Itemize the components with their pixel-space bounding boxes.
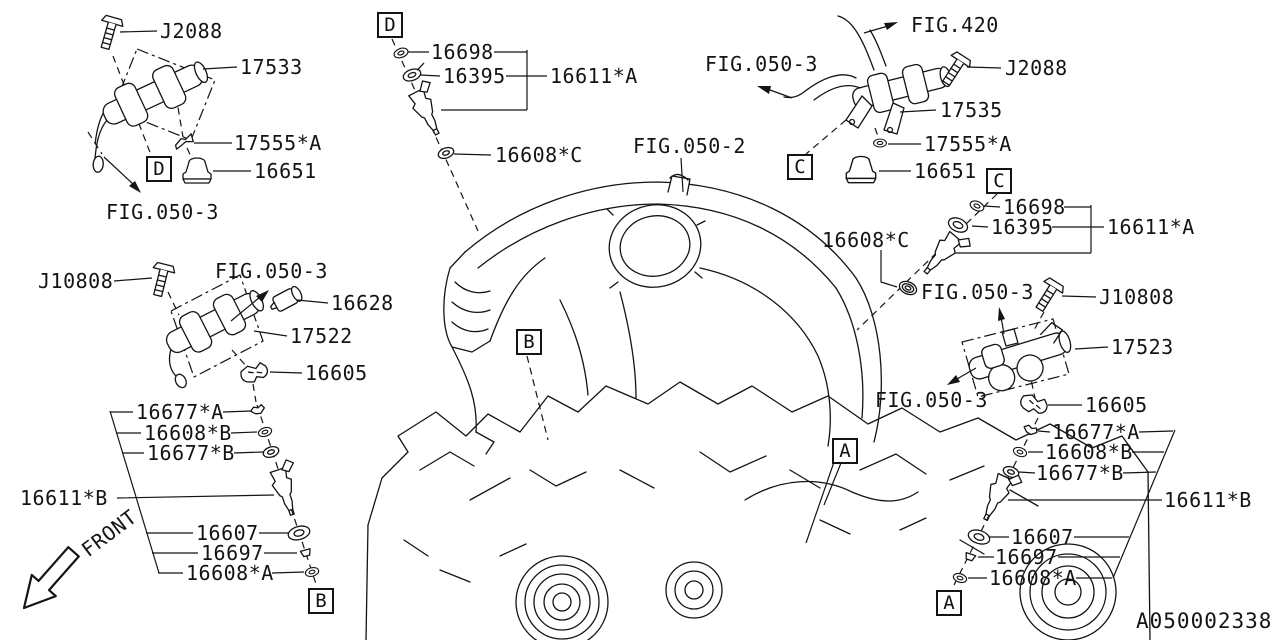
part-label-16605-left: 16605 (305, 361, 368, 385)
part-label-16698-top-right: 16698 (1003, 195, 1066, 219)
part-label-16677a-right: 16677*A (1052, 420, 1140, 444)
part-label-16611a-top-mid: 16611*A (550, 64, 638, 88)
part-label-16697-left: 16697 (201, 541, 264, 565)
seal-16698-top-right-icon (968, 198, 986, 214)
fuel-rail-17535-icon (783, 15, 952, 135)
seal-16608c-top-right-icon (896, 278, 920, 298)
seal-16608b-left-icon (256, 425, 274, 439)
part-label-16677a-left: 16677*A (136, 400, 224, 424)
part-label-17555a-top-right: 17555*A (924, 132, 1012, 156)
part-label-16605-right: 16605 (1085, 393, 1148, 417)
insulator-16651-top-left-icon (182, 157, 212, 184)
part-label-16608a-left: 16608*A (186, 561, 274, 585)
injector-16611a-top-right-icon (917, 224, 975, 285)
clip-16605-right-icon (1018, 391, 1050, 417)
fig-ref-050-3-mid-right-lower: FIG.050-3 (875, 388, 988, 412)
bolt-j2088-top-left-icon (93, 13, 126, 52)
leader-lines (103, 22, 1176, 579)
part-label-16611a-top-right: 16611*A (1107, 215, 1195, 239)
part-label-16628: 16628 (331, 291, 394, 315)
callout-box-a: A (936, 590, 962, 616)
part-label-17522: 17522 (290, 324, 353, 348)
part-label-16698-top-mid: 16698 (431, 40, 494, 64)
part-label-16608b-right: 16608*B (1045, 440, 1133, 464)
part-label-16611b-left: 16611*B (20, 486, 108, 510)
fig-ref-050-3-mid-left: FIG.050-3 (215, 259, 328, 283)
clamp-16395-top-mid-icon (402, 62, 425, 82)
callout-box-c: C (986, 168, 1012, 194)
part-label-16651-top-right: 16651 (914, 159, 977, 183)
part-label-16608a-right: 16608*A (989, 566, 1077, 590)
diagram-doc-id: A050002338 (1136, 609, 1273, 633)
part-label-16697-right: 16697 (995, 545, 1058, 569)
callout-box-a: A (832, 438, 858, 464)
clip-16605-left-icon (238, 359, 271, 387)
fuel-rail-17533-icon (92, 61, 209, 173)
seal-16608a-right-icon (951, 571, 969, 585)
part-label-16607-right: 16607 (1011, 525, 1074, 549)
fig-ref-420: FIG.420 (911, 13, 999, 37)
clamp-16395-top-right-icon (947, 217, 969, 233)
part-label-16608b-left: 16608*B (144, 421, 232, 445)
fig-ref-050-3-top-right: FIG.050-3 (705, 52, 818, 76)
grommet-16607-right-icon (965, 526, 993, 548)
part-label-17555a-top-left: 17555*A (234, 131, 322, 155)
callout-box-b: B (516, 329, 542, 355)
clamp-17555a-top-left-icon (173, 133, 195, 150)
seal-16608a-left-icon (303, 565, 321, 579)
rail-mount-boss-icon (1001, 328, 1019, 347)
fuel-rail-17522-icon (165, 290, 265, 389)
bolt-j10808-right-icon (1029, 275, 1067, 316)
front-arrow (22, 546, 80, 610)
part-label-16677b-right: 16677*B (1036, 461, 1124, 485)
clamp-17555a-top-right-icon (873, 138, 887, 148)
part-icons (92, 13, 1072, 585)
seal-16698-top-mid-icon (392, 45, 410, 61)
part-label-j10808-right: J10808 (1099, 285, 1175, 309)
callout-box-d: D (377, 12, 403, 38)
grommet-16607-left-icon (286, 523, 312, 543)
part-label-16608c-top-mid: 16608*C (495, 143, 583, 167)
pin-16697-left-icon (299, 548, 313, 558)
part-label-16395-top-right: 16395 (991, 215, 1054, 239)
fuel-rail-17523-icon (968, 322, 1072, 392)
part-label-16611b-right: 16611*B (1164, 488, 1252, 512)
part-label-j2088-top-right: J2088 (1005, 56, 1068, 80)
callout-box-d: D (146, 156, 172, 182)
fig-ref-050-3-top-left: FIG.050-3 (106, 200, 219, 224)
part-label-16395-top-mid: 16395 (443, 64, 506, 88)
callout-box-b: B (308, 588, 334, 614)
part-label-17533: 17533 (240, 55, 303, 79)
part-label-16608c-top-right: 16608*C (822, 228, 910, 252)
fig-ref-050-3-mid-right-upper: FIG.050-3 (921, 280, 1034, 304)
injector-16611b-left-icon (265, 457, 310, 519)
fig-ref-050-2: FIG.050-2 (633, 134, 746, 158)
seal-16608b-right-icon (1011, 445, 1029, 459)
callout-box-c: C (787, 154, 813, 180)
seal-16608c-top-mid-icon (436, 144, 456, 162)
part-label-16607-left: 16607 (196, 521, 259, 545)
insulator-16651-top-right-icon (845, 155, 877, 184)
part-label-16651-top-left: 16651 (254, 159, 317, 183)
injector-16611b-right-icon (975, 465, 1025, 528)
part-label-16677b-left: 16677*B (147, 441, 235, 465)
bolt-j10808-left-icon (146, 261, 177, 299)
cushion-16677b-left-icon (261, 444, 281, 460)
part-label-17523: 17523 (1111, 335, 1174, 359)
part-label-17535: 17535 (940, 98, 1003, 122)
part-label-j2088-top-left: J2088 (160, 19, 223, 43)
cushion-16677a-right-icon (1021, 423, 1039, 437)
part-label-j10808-left: J10808 (38, 269, 114, 293)
